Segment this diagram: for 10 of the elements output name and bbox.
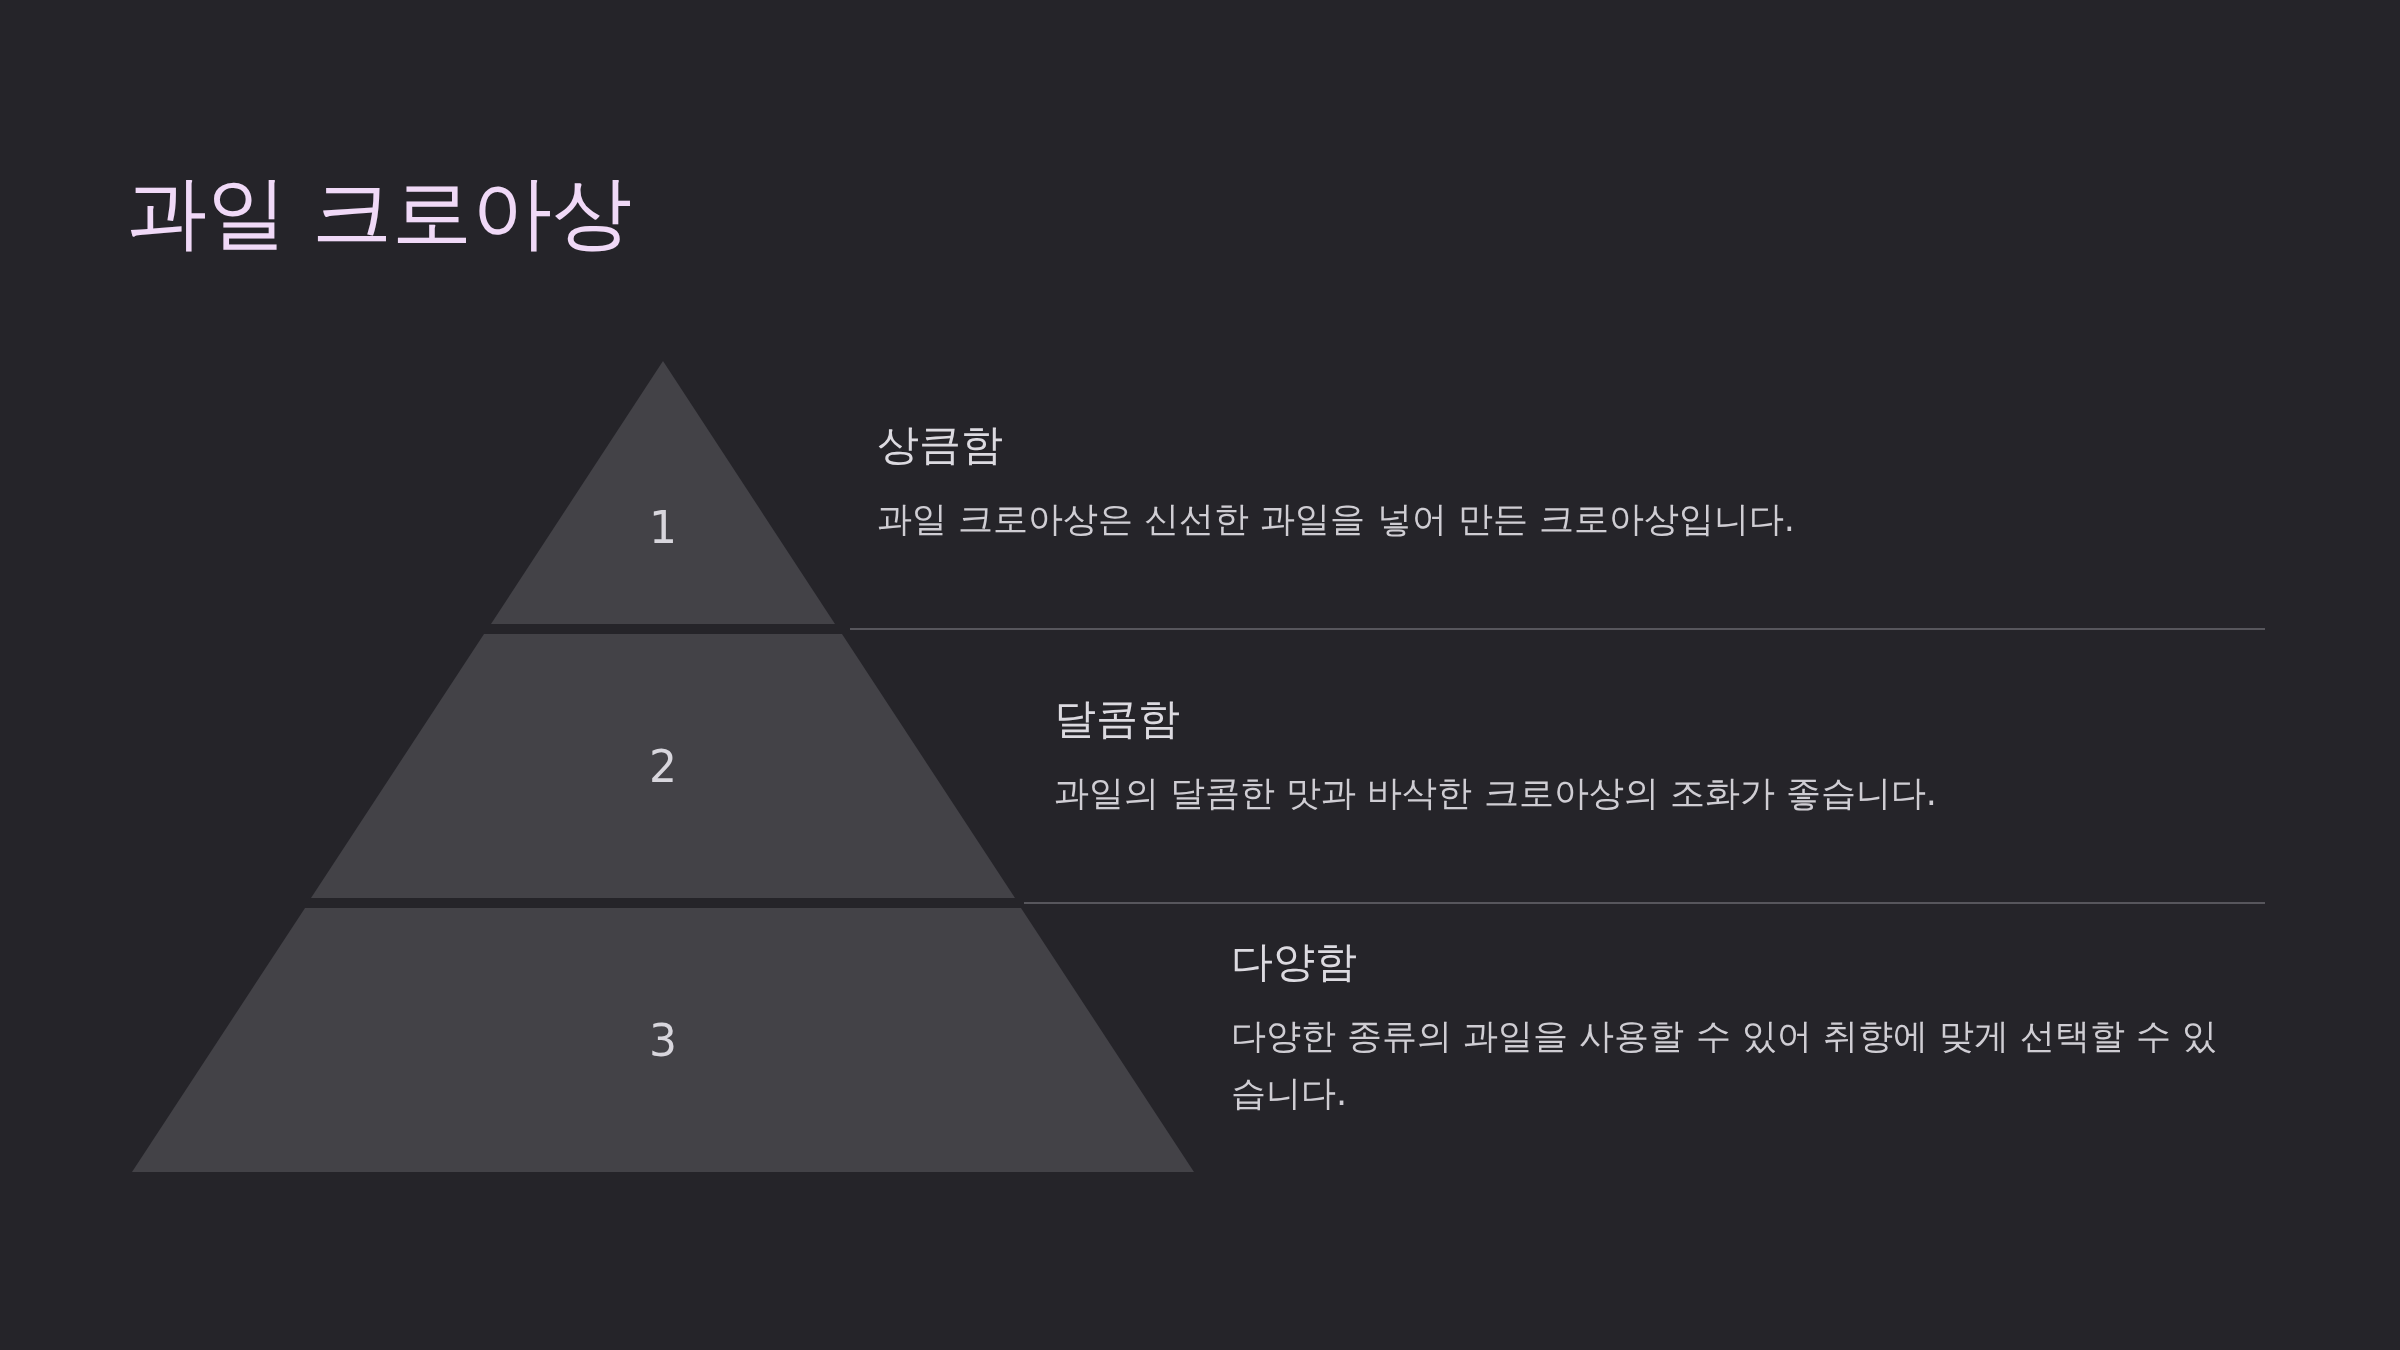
tier-heading: 달콤함 — [1054, 693, 1181, 745]
tier-heading: 상큼함 — [877, 419, 1004, 471]
tier-heading: 다양함 — [1231, 936, 1358, 988]
tier-description: 과일의 달콤한 맛과 바삭한 크로아상의 조화가 좋습니다. — [1054, 771, 1938, 815]
tier-description: 과일 크로아상은 신선한 과일을 넣어 만든 크로아상입니다. — [877, 497, 1796, 541]
slide-title: 과일 크로아상 — [127, 165, 633, 261]
tier-number: 2 — [649, 745, 677, 789]
tier-number: 1 — [649, 506, 677, 550]
tier-number: 3 — [649, 1019, 677, 1063]
tier-description: 다양한 종류의 과일을 사용할 수 있어 취향에 맞게 선택할 수 있습니다. — [1231, 1014, 2219, 1116]
